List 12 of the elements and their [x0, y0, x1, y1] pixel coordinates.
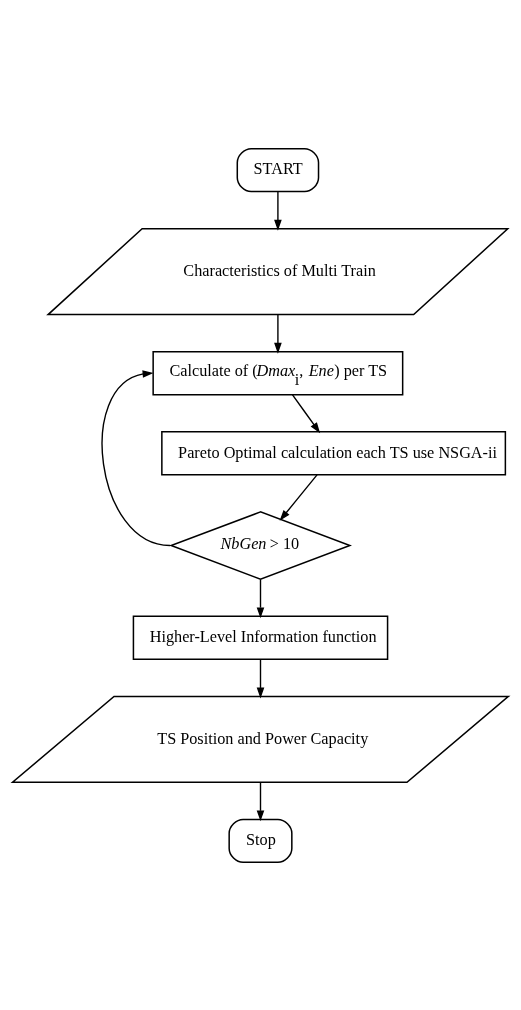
arrow — [101, 369, 171, 546]
arrow — [256, 781, 265, 821]
node-box: Stop — [228, 818, 293, 863]
arrow — [256, 578, 265, 618]
arrow — [291, 393, 321, 433]
arrow — [274, 313, 282, 354]
arrow — [256, 658, 265, 698]
arrow — [279, 473, 318, 521]
node-box: START — [236, 147, 320, 192]
node-box: Pareto Optimal calculation each TS use NSGA-ii — [161, 430, 507, 475]
arrow — [274, 190, 282, 231]
node-box: Higher-Level Information function — [132, 615, 389, 660]
